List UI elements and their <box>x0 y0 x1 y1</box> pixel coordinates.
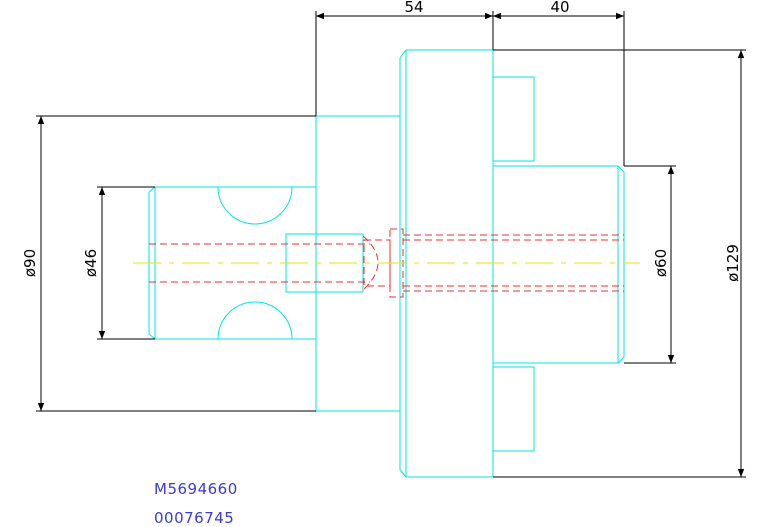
dim-phi90-text: ø90 <box>21 249 39 277</box>
dim-phi60-text: ø60 <box>652 249 670 277</box>
dim-phi129-text: ø129 <box>724 244 742 282</box>
bottom-keyway <box>217 301 293 340</box>
dim-phi46-text: ø46 <box>82 249 100 277</box>
dim-54-text: 54 <box>404 0 423 16</box>
part-number-label: M5694660 <box>154 480 238 498</box>
part-outline <box>148 49 625 478</box>
lower-tab <box>492 366 535 452</box>
upper-tab <box>492 76 535 162</box>
dimension-lines <box>36 11 746 478</box>
dim-40-text: 40 <box>550 0 569 16</box>
serial-number-label: 00076745 <box>154 509 235 527</box>
top-keyway <box>217 186 293 225</box>
right-hub <box>492 165 619 364</box>
